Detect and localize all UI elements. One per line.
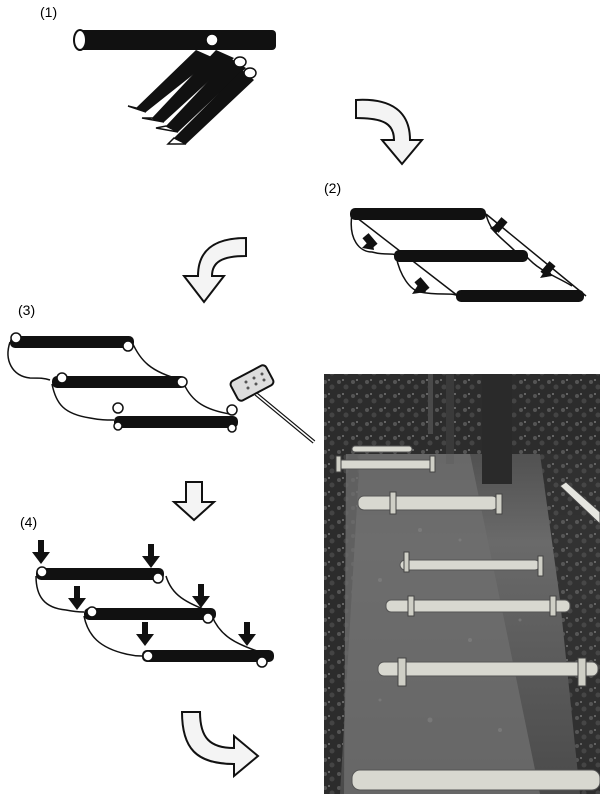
step-4-steps bbox=[32, 540, 274, 668]
stake-head bbox=[112, 402, 124, 414]
curved-arrow-icon bbox=[180, 711, 260, 779]
step-1-logs bbox=[73, 29, 276, 145]
step-log-3 bbox=[114, 416, 238, 428]
stake-head bbox=[113, 421, 123, 431]
final-log-2 bbox=[84, 608, 216, 620]
ladder-log-3 bbox=[456, 290, 584, 302]
stake-4 bbox=[166, 70, 254, 145]
step-3-steps bbox=[7, 332, 316, 444]
step-4-label: (4) bbox=[20, 514, 38, 530]
down-arrow-icon bbox=[142, 544, 160, 568]
step-1-label: (1) bbox=[40, 4, 58, 20]
down-arrow-icon bbox=[136, 622, 154, 646]
log-knot bbox=[205, 33, 219, 47]
down-arrow-icon bbox=[171, 481, 217, 522]
curved-arrow-icon bbox=[181, 236, 247, 304]
stake-head bbox=[122, 340, 134, 352]
stake-3 bbox=[155, 58, 246, 133]
stake-1 bbox=[127, 50, 214, 113]
step-3-label: (3) bbox=[18, 302, 36, 318]
cross-log bbox=[78, 30, 276, 50]
log-end bbox=[73, 29, 87, 51]
ladder-log-2 bbox=[394, 250, 528, 262]
stake-head bbox=[226, 404, 238, 416]
hammer-icon bbox=[229, 364, 316, 444]
step-log-1 bbox=[10, 336, 134, 348]
stake-2 bbox=[141, 50, 234, 123]
down-arrow-icon bbox=[32, 540, 50, 564]
stake-head bbox=[10, 332, 22, 344]
stake-head bbox=[56, 372, 68, 384]
down-arrow-icon bbox=[238, 622, 256, 646]
ladder-log-1 bbox=[350, 208, 486, 220]
step-log-2 bbox=[52, 376, 186, 388]
step-2-label: (2) bbox=[324, 180, 342, 196]
final-log-1 bbox=[36, 568, 164, 580]
down-arrow-icon bbox=[68, 586, 86, 610]
step-2-ladder bbox=[350, 208, 587, 302]
stake-head bbox=[176, 376, 188, 388]
curved-arrow-icon bbox=[355, 98, 425, 166]
stake-end bbox=[243, 67, 257, 79]
finished-steps-photo bbox=[324, 374, 600, 794]
stake-end bbox=[233, 56, 247, 68]
stake-head bbox=[227, 423, 237, 433]
final-log-3 bbox=[142, 650, 274, 662]
down-arrow-icon bbox=[192, 584, 210, 608]
